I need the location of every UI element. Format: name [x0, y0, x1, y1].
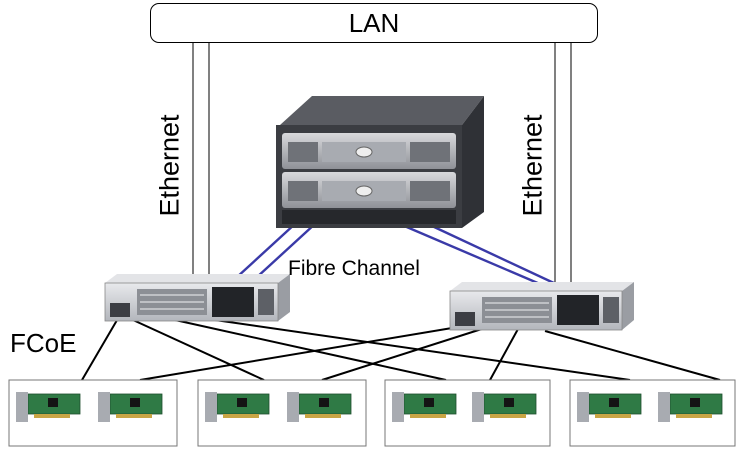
nic-card: [16, 392, 81, 422]
server-4: [569, 379, 736, 447]
nic-card: [392, 392, 457, 422]
lan-node: LAN: [150, 3, 598, 43]
server-1: [8, 379, 178, 447]
nic-card: [472, 392, 537, 422]
fibre-channel-label: Fibre Channel: [288, 257, 420, 280]
nic-card: [577, 392, 642, 422]
fcoe-links: [81, 314, 721, 381]
storage-array: [276, 96, 484, 228]
nic-card: [205, 392, 270, 422]
ethernet-label-left: Ethernet: [154, 114, 185, 217]
nic-card: [287, 392, 352, 422]
fcoe-switch-right: [449, 282, 634, 331]
nic-card: [98, 392, 163, 422]
server-3: [384, 379, 551, 447]
ethernet-label-right: Ethernet: [517, 114, 548, 217]
nic-card: [658, 392, 723, 422]
server-2: [197, 379, 367, 447]
fcoe-switch-left: [104, 274, 290, 322]
lan-label: LAN: [348, 7, 400, 38]
fcoe-label: FCoE: [10, 328, 77, 358]
ethernet-links: [192, 43, 572, 287]
